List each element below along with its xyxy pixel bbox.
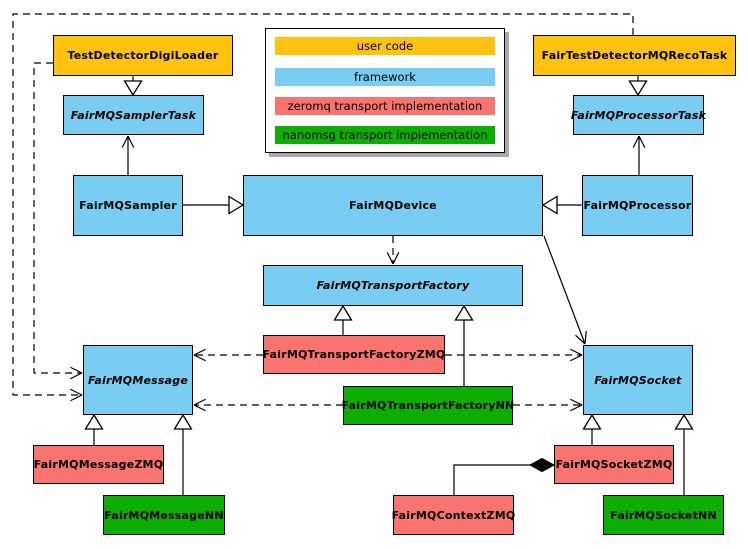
class-node-label: FairMQMessage [87, 373, 189, 387]
class-node-fairmqmessagenn: FairMQMessageNN [103, 495, 225, 535]
class-node-label: FairMQContextZMQ [391, 508, 516, 522]
class-node-label: FairMQMessageZMQ [33, 458, 164, 471]
legend-item-label: nanomsg transport implementation [282, 128, 488, 142]
class-node-label: FairMQTransportFactoryZMQ [262, 348, 446, 361]
class-node-label: FairMQSocketZMQ [555, 458, 673, 471]
class-node-fairmqdevice: FairMQDevice [243, 175, 543, 236]
class-node-fairmqmessagezmq: FairMQMessageZMQ [33, 445, 164, 484]
legend-item-zeromq: zeromq transport implementation [275, 97, 495, 115]
legend-item-label: framework [354, 70, 416, 84]
class-node-label: FairMQDevice [349, 199, 437, 212]
class-node-fairmqcontextzmq: FairMQContextZMQ [391, 495, 516, 535]
class-node-fairmqsamplertask: FairMQSamplerTask [63, 95, 204, 135]
class-node-label: FairMQProcessorTask [570, 108, 707, 122]
class-node-testdetectordigiloader: TestDetectorDigiLoader [53, 35, 233, 76]
legend-item-user-code: user code [275, 37, 495, 55]
class-node-label: FairMQTransportFactory [316, 279, 470, 292]
class-node-fairmqtransportfactorynn: FairMQTransportFactoryNN [341, 386, 515, 425]
legend-item-framework: framework [275, 68, 495, 86]
class-node-label: FairMQSamplerTask [70, 108, 197, 122]
class-node-fairmqsocket: FairMQSocket [583, 345, 693, 415]
class-node-label: FairMQTransportFactoryNN [341, 399, 515, 412]
class-node-fairmqprocessortask: FairMQProcessorTask [570, 95, 707, 135]
class-node-fairmqsampler: FairMQSampler [73, 175, 183, 236]
class-node-fairmqtransportfactory: FairMQTransportFactory [263, 265, 523, 306]
class-node-label: FairMQSocketNN [610, 508, 717, 522]
class-node-fairmqtransportfactoryzmq: FairMQTransportFactoryZMQ [263, 335, 445, 374]
class-node-label: FairMQMessageNN [104, 508, 224, 522]
class-node-fairmqsocketzmq: FairMQSocketZMQ [554, 445, 674, 484]
class-node-label: FairMQSocket [594, 373, 682, 387]
class-node-label: FairMQProcessor [583, 199, 692, 212]
class-node-fairmqsocketnn: FairMQSocketNN [603, 495, 724, 535]
class-node-fairmqmessage: FairMQMessage [83, 345, 193, 415]
legend-box: user code framework zeromq transport imple… [265, 28, 505, 153]
legend-item-label: zeromq transport implementation [287, 99, 483, 113]
class-node-label: TestDetectorDigiLoader [67, 49, 219, 62]
class-node-label: FairTestDetectorMQRecoTask [541, 49, 728, 62]
class-node-label: FairMQSampler [79, 199, 177, 212]
class-node-fairmqprocessor: FairMQProcessor [582, 175, 693, 236]
legend-item-nanomsg: nanomsg transport implementation [275, 126, 495, 144]
legend-item-label: user code [356, 39, 414, 53]
class-node-fairtestdetectormqrecotask: FairTestDetectorMQRecoTask [533, 35, 736, 76]
